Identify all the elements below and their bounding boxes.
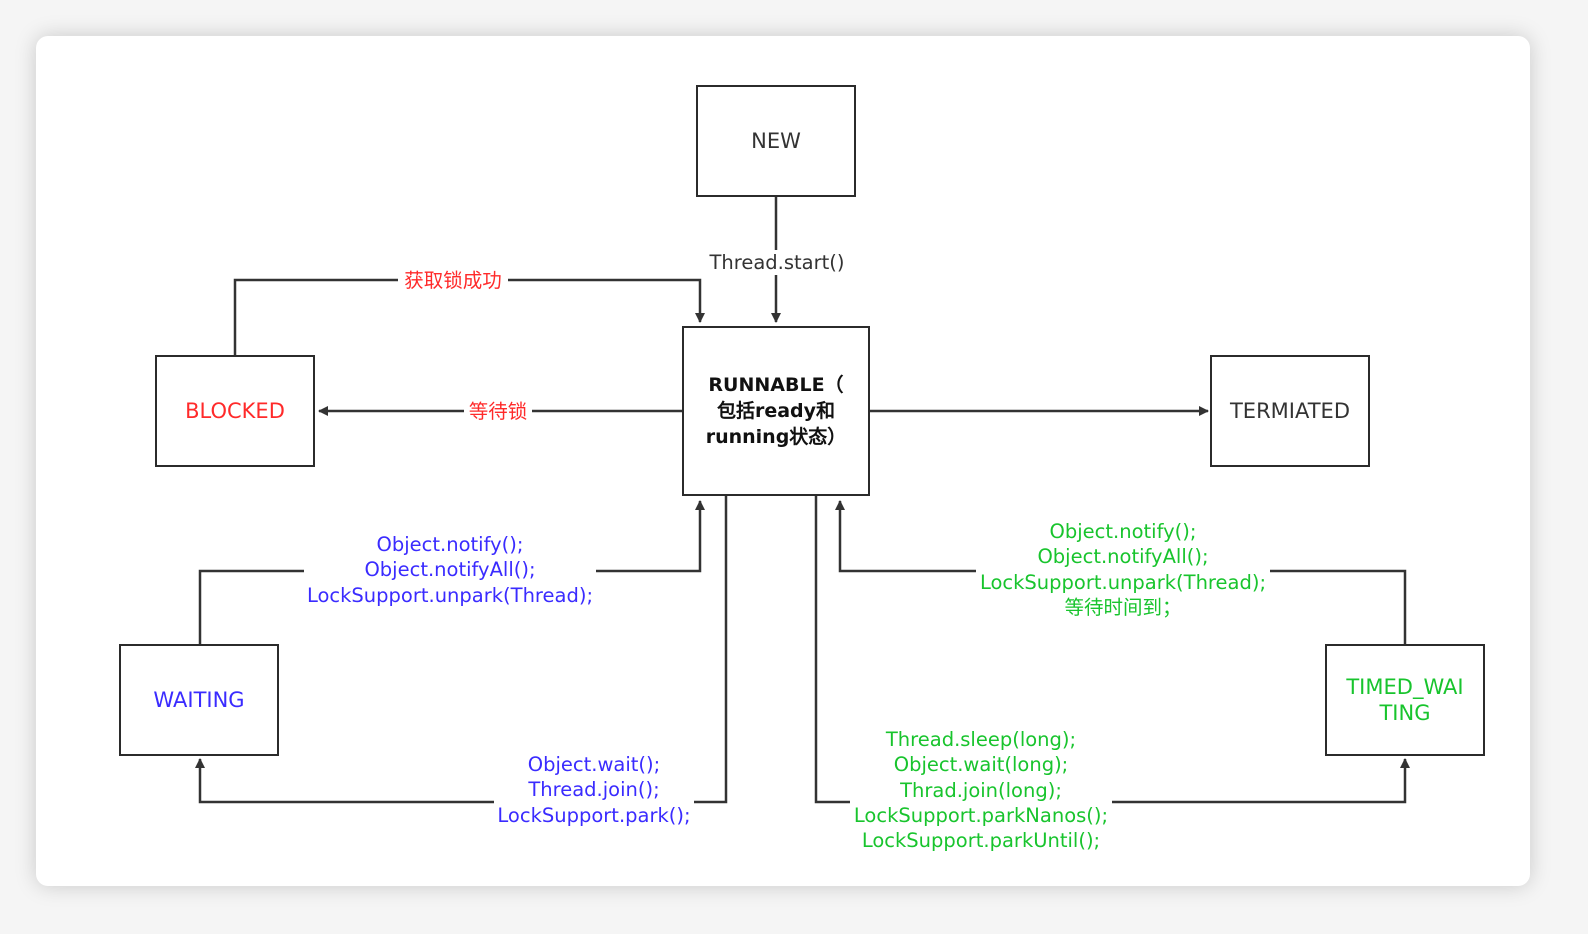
state-runnable-label: RUNNABLE（ 包括ready和 running状态） [705,374,847,448]
state-new-label: NEW [751,129,801,153]
state-runnable: RUNNABLE（ 包括ready和 running状态） [682,326,870,496]
state-timed-waiting-label: TIMED_WAI TING [1346,675,1464,725]
state-waiting-label: WAITING [153,688,245,712]
state-terminated-label: TERMIATED [1229,399,1350,423]
state-waiting: WAITING [119,644,279,756]
transition-label-timed-to-runnable: Object.notify(); Object.notifyAll(); Loc… [976,519,1270,621]
state-terminated: TERMIATED [1210,355,1370,467]
edge-runnable-to-waiting [195,496,728,804]
transition-label-wait-lock: 等待锁 [464,399,532,425]
transition-label-start: Thread.start() [704,250,850,276]
transition-label-runnable-to-timed: Thread.sleep(long); Object.wait(long); T… [850,727,1112,854]
state-blocked-label: BLOCKED [185,399,285,423]
transition-label-acquire-lock: 获取锁成功 [398,268,508,294]
state-timed-waiting: TIMED_WAI TING [1325,644,1485,756]
state-new: NEW [696,85,856,197]
transition-label-waiting-to-runnable: Object.notify(); Object.notifyAll(); Loc… [304,532,596,608]
state-blocked: BLOCKED [155,355,315,467]
diagram-card: NEW RUNNABLE（ 包括ready和 running状态） BLOCKE… [36,36,1530,886]
transition-label-runnable-to-waiting: Object.wait(); Thread.join(); LockSuppor… [494,752,694,828]
